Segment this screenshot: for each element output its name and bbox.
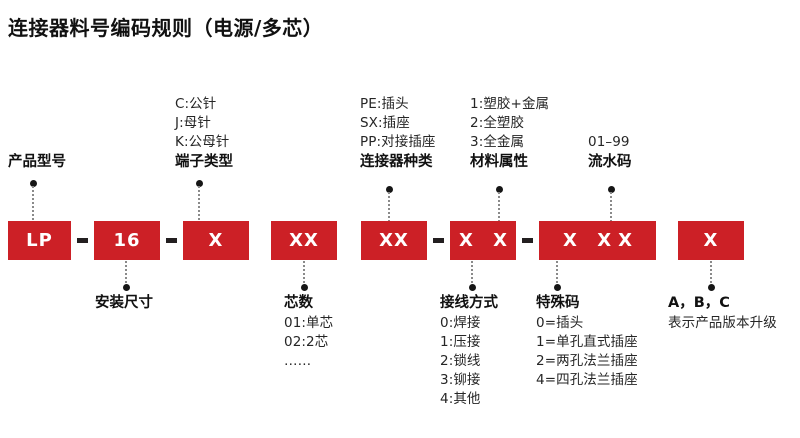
leader-line-product-model: [32, 186, 34, 221]
separator-dash-3: [433, 238, 444, 243]
annotation-core-count: 芯数 01:单芯 02:2芯 ……: [284, 293, 333, 371]
annotation-wiring-method-head: 接线方式: [440, 295, 498, 311]
annotation-material-attribute-option-1: 2:全塑胶: [470, 115, 525, 131]
annotation-wiring-method: 接线方式 0:焊接 1:压接 2:锁线 3:铆接 4:其他: [440, 293, 498, 409]
annotation-core-count-option-1: 02:2芯: [284, 334, 329, 350]
leader-line-connector-kind: [388, 192, 390, 221]
code-box-version[interactable]: X: [678, 221, 744, 260]
annotation-serial-code: 01–99 流水码: [588, 133, 632, 173]
annotation-connector-kind: PE:插头 SX:插座 PP:对接插座 连接器种类: [360, 95, 436, 173]
annotation-product-model-head: 产品型号: [8, 154, 66, 170]
annotation-special-code-option-3: 4=四孔法兰插座: [536, 372, 638, 388]
annotation-wiring-method-option-0: 0:焊接: [440, 315, 481, 331]
separator-dash-1: [77, 238, 88, 243]
annotation-terminal-type-option-2: K:公母针: [175, 134, 230, 150]
annotation-wiring-method-option-1: 1:压接: [440, 334, 481, 350]
annotation-material-attribute-option-0: 1:塑胶+金属: [470, 96, 550, 112]
code-box-mounting-size[interactable]: 16: [94, 221, 160, 260]
annotation-terminal-type: C:公针 J:母针 K:公母针 端子类型: [175, 95, 233, 173]
leader-line-terminal-type: [198, 186, 200, 221]
annotation-special-code-option-0: 0=插头: [536, 315, 584, 331]
annotation-connector-kind-option-1: SX:插座: [360, 115, 410, 131]
annotation-core-count-option-2: ……: [284, 353, 312, 369]
code-box-connector-kind[interactable]: XX: [361, 221, 427, 260]
annotation-special-code-head: 特殊码: [536, 295, 580, 311]
annotation-connector-kind-head: 连接器种类: [360, 154, 433, 170]
leader-line-wiring-method: [471, 261, 473, 285]
leader-dot-material-attribute: [496, 186, 503, 193]
annotation-special-code: 特殊码 0=插头 1=单孔直式插座 2=两孔法兰插座 4=四孔法兰插座: [536, 293, 638, 390]
leader-dot-special-code: [554, 284, 561, 291]
annotation-core-count-option-0: 01:单芯: [284, 315, 334, 331]
annotation-version-upgrade-option-0: 表示产品版本升级: [668, 315, 777, 331]
annotation-terminal-type-head: 端子类型: [175, 154, 233, 170]
leader-dot-version-upgrade: [708, 284, 715, 291]
annotation-mounting-size: 安装尺寸: [95, 293, 153, 314]
code-box-terminal-type[interactable]: X: [183, 221, 249, 260]
code-box-core-count[interactable]: XX: [271, 221, 337, 260]
page-title: 连接器料号编码规则（电源/多芯）: [8, 16, 324, 40]
annotation-mounting-size-head: 安装尺寸: [95, 295, 153, 311]
code-format-row: LP 16 X XX XX X X X XX X: [0, 221, 800, 261]
leader-dot-core-count: [301, 284, 308, 291]
annotation-connector-kind-option-0: PE:插头: [360, 96, 409, 112]
leader-dot-wiring-method: [469, 284, 476, 291]
leader-line-version-upgrade: [710, 261, 712, 285]
leader-dot-serial-code: [608, 186, 615, 193]
annotation-wiring-method-option-2: 2:锁线: [440, 353, 481, 369]
leader-dot-product-model: [30, 180, 37, 187]
annotation-material-attribute: 1:塑胶+金属 2:全塑胶 3:全金属 材料属性: [470, 95, 549, 173]
annotation-special-code-option-1: 1=单孔直式插座: [536, 334, 638, 350]
annotation-special-code-option-2: 2=两孔法兰插座: [536, 353, 638, 369]
annotation-core-count-head: 芯数: [284, 295, 313, 311]
annotation-material-attribute-option-2: 3:全金属: [470, 134, 525, 150]
leader-dot-terminal-type: [196, 180, 203, 187]
leader-line-material-attribute: [498, 192, 500, 221]
annotation-terminal-type-option-0: C:公针: [175, 96, 217, 112]
code-box-material-wiring[interactable]: X X: [450, 221, 516, 260]
annotation-serial-code-head: 流水码: [588, 154, 632, 170]
code-box-product-model[interactable]: LP: [8, 221, 71, 260]
annotation-wiring-method-option-3: 3:铆接: [440, 372, 481, 388]
leader-dot-connector-kind: [386, 186, 393, 193]
annotation-serial-code-option-0: 01–99: [588, 134, 630, 150]
annotation-product-model: 产品型号: [8, 152, 66, 173]
leader-dot-mounting-size: [123, 284, 130, 291]
separator-dash-2: [166, 238, 177, 243]
annotation-version-upgrade-head: A，B，C: [668, 295, 730, 311]
annotation-version-upgrade: A，B，C 表示产品版本升级: [668, 293, 777, 333]
leader-line-serial-code: [610, 192, 612, 221]
annotation-terminal-type-option-1: J:母针: [175, 115, 211, 131]
separator-dash-4: [522, 238, 533, 243]
leader-line-special-code: [556, 261, 558, 285]
code-box-special-serial[interactable]: X XX: [539, 221, 656, 260]
annotation-material-attribute-head: 材料属性: [470, 154, 528, 170]
annotation-wiring-method-option-4: 4:其他: [440, 391, 481, 407]
annotation-connector-kind-option-2: PP:对接插座: [360, 134, 436, 150]
leader-line-core-count: [303, 261, 305, 285]
leader-line-mounting-size: [125, 261, 127, 285]
